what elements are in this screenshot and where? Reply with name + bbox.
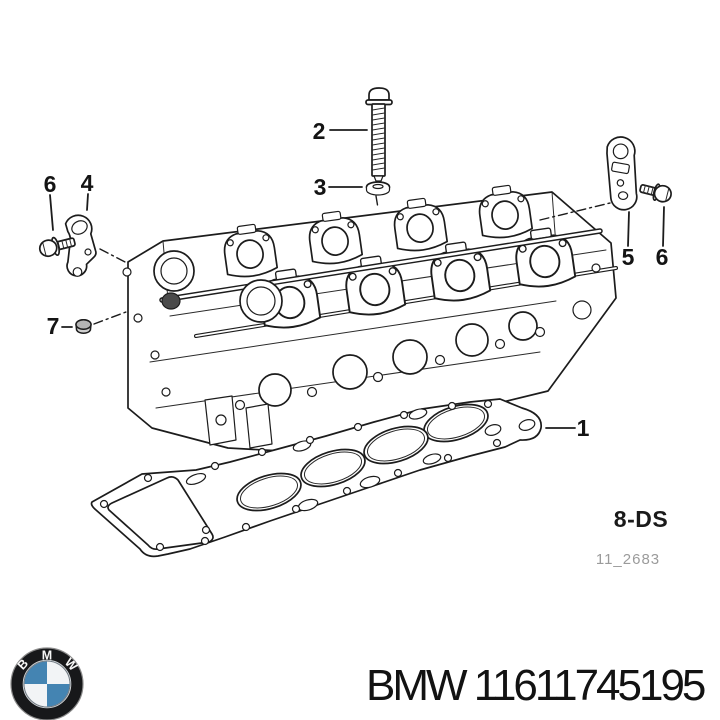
drawing-ref-number: 11_2683 [596, 551, 660, 568]
callout-label-6-left: 6 [44, 171, 57, 197]
cylinder-head [122, 182, 618, 453]
part-screw-right [639, 183, 672, 203]
drawing-code: 8-DS [614, 506, 668, 532]
part-bracket-left [64, 214, 97, 277]
part-number-caption: BMW 11611745195 [366, 661, 706, 710]
part-screw-left [38, 236, 76, 258]
part-washer [365, 181, 391, 196]
bmw-roundel-logo: B M W [10, 647, 84, 720]
callout-label-1: 1 [577, 415, 590, 441]
callout-label-4: 4 [81, 170, 94, 196]
part-bracket-right [606, 136, 638, 211]
logo-letter-m: M [42, 649, 52, 663]
callout-label-2: 2 [313, 118, 326, 144]
callout-label-3: 3 [314, 174, 327, 200]
part-plug [75, 318, 92, 334]
leader-lines [49, 129, 665, 429]
callout-label-7: 7 [47, 313, 60, 339]
callout-label-5: 5 [622, 244, 635, 270]
callout-labels: 2 3 6 4 5 6 7 1 [44, 118, 669, 441]
part-head-bolt [365, 87, 393, 182]
head-gasket [90, 398, 542, 558]
callout-label-6-right: 6 [656, 244, 669, 270]
